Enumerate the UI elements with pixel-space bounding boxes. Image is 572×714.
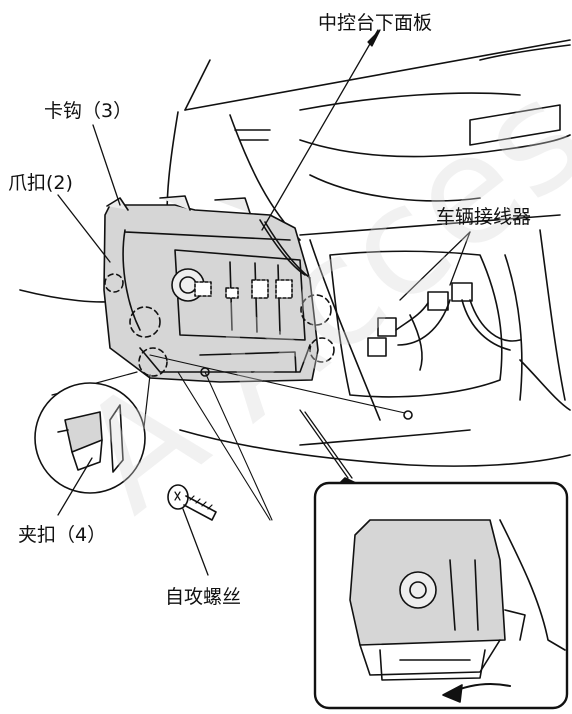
vehicle-connector-part [367, 282, 521, 371]
label-clip: 夹扣（4） [18, 524, 107, 546]
screw-guide [149, 354, 413, 521]
label-tapping-screw: 自攻螺丝 [165, 586, 242, 608]
label-console-lower-panel: 中控台下面板 [318, 12, 433, 34]
label-claw-clip: 爪扣(2) [8, 172, 73, 194]
label-hook: 卡钩（3） [44, 100, 133, 122]
vehicle-body [19, 39, 571, 467]
leader-lines [57, 29, 471, 576]
label-vehicle-connector: 车辆接线器 [436, 206, 532, 228]
clip-callout-circles [104, 273, 335, 377]
tapping-screw-part [167, 484, 217, 521]
inset-detail-box [299, 409, 569, 710]
clip-detail-callout [34, 371, 151, 494]
console-lower-panel-part [103, 195, 319, 383]
